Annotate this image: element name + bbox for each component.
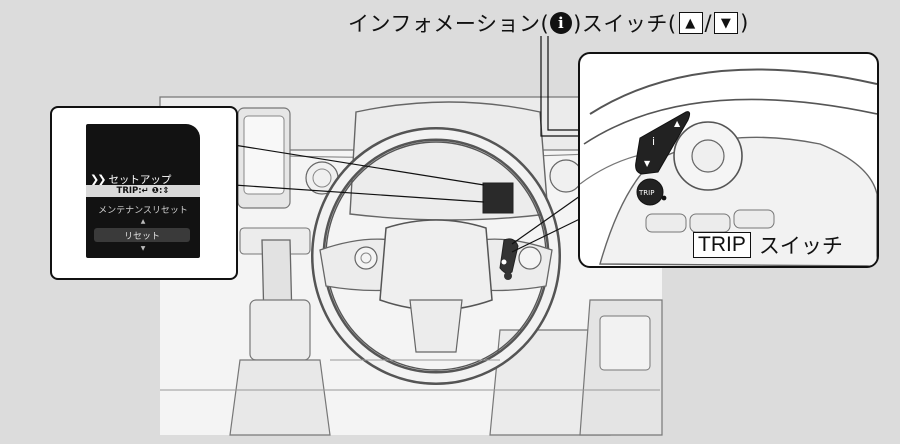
display-title: セットアップ [108, 174, 172, 186]
switch-info-button-label: i [652, 135, 655, 148]
display-title-row: ❯❯ セットアップ [90, 172, 200, 187]
chevron-right-icon: ❯❯ [90, 173, 107, 186]
down-arrow-icon: ▼ [714, 12, 739, 34]
switch-up-button-label: ▲ [674, 119, 681, 128]
display-reset-item: リセット [94, 228, 190, 242]
display-up-arrow-icon: ▲ [140, 218, 146, 225]
display-down-arrow-icon: ▼ [140, 245, 146, 252]
switch-closeup-illustration: i ▲ ▼ TRIP [580, 68, 877, 266]
trip-switch-text: スイッチ [758, 234, 843, 258]
switch-inset: i ▲ ▼ TRIP [578, 52, 879, 268]
up-arrow-icon: ▲ [678, 12, 703, 34]
info-icon: i [550, 12, 573, 34]
info-switch-callout: インフォメーション( i )スイッチ( ▲ / ▼ ) [348, 8, 749, 38]
display-trip-hint: TRIP:↵ ❶:⇕ [86, 185, 200, 197]
info-display-screen: ❯❯ セットアップ TRIP:↵ ❶:⇕ メンテナンスリセット ▲ リセット ▼ [86, 124, 200, 258]
switch-down-button-label: ▼ [644, 159, 651, 168]
display-inset: ❯❯ セットアップ TRIP:↵ ❶:⇕ メンテナンスリセット ▲ リセット ▼ [50, 106, 238, 280]
info-switch-text-post: ) [740, 11, 749, 35]
display-maintenance-item: メンテナンスリセット [98, 206, 188, 216]
switch-trip-button-label: TRIP [638, 189, 654, 197]
info-switch-text-pre: インフォメーション( [348, 12, 550, 36]
trip-switch-box: TRIP [693, 232, 751, 258]
trip-switch-callout: TRIP スイッチ [693, 230, 843, 260]
info-switch-text-mid: )スイッチ( [573, 12, 677, 36]
slash-separator: / [704, 11, 713, 35]
